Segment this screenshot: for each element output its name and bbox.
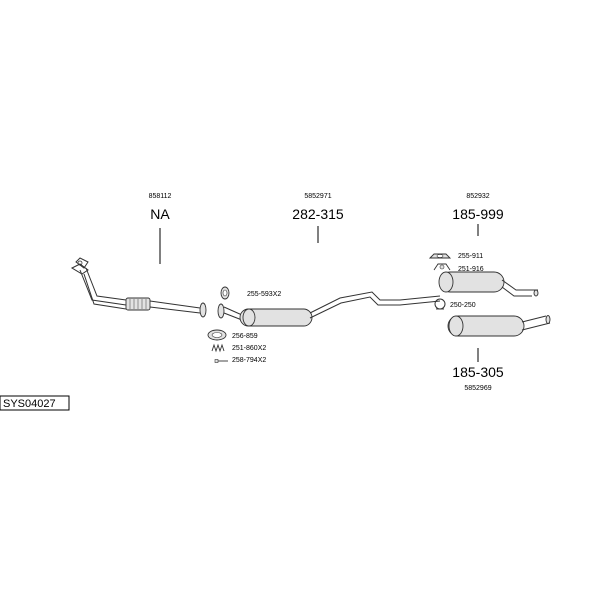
part-label-251-916: 251-916 bbox=[458, 266, 484, 273]
part-number-na: NA bbox=[150, 206, 170, 222]
bracket-icon bbox=[433, 263, 451, 271]
part-label-251-860X2: 251-860X2 bbox=[232, 345, 266, 352]
ref-852932: 852932 bbox=[466, 193, 489, 200]
front-pipe bbox=[70, 257, 207, 318]
part-label-258-794X2: 258-794X2 bbox=[232, 357, 266, 364]
system-code-box bbox=[0, 395, 70, 411]
part-label-255-593X2: 255-593X2 bbox=[247, 291, 281, 298]
rear-silencer-top bbox=[438, 271, 539, 297]
ref-5852971: 5852971 bbox=[304, 193, 331, 200]
system-code: SYS04027 bbox=[3, 398, 56, 410]
center-pipe-silencer bbox=[217, 291, 441, 327]
hanger-icon bbox=[428, 253, 452, 259]
part-number-185-999: 185-999 bbox=[452, 206, 504, 222]
part-label-256-859: 256-859 bbox=[232, 333, 258, 340]
ref-5852969: 5852969 bbox=[464, 385, 491, 392]
spring-icon bbox=[211, 343, 225, 353]
part-number-282-315: 282-315 bbox=[292, 206, 344, 222]
part-label-250-250: 250-250 bbox=[450, 302, 476, 309]
ref-858112: 858112 bbox=[149, 193, 172, 200]
gasket-icon bbox=[207, 329, 227, 341]
bolt-icon bbox=[214, 359, 228, 363]
part-number-185-305: 185-305 bbox=[452, 364, 504, 380]
rear-silencer-bottom bbox=[447, 315, 551, 337]
part-label-255-911: 255-911 bbox=[458, 253, 483, 260]
ring-clamp-icon bbox=[220, 286, 230, 300]
clamp-icon bbox=[434, 298, 446, 310]
